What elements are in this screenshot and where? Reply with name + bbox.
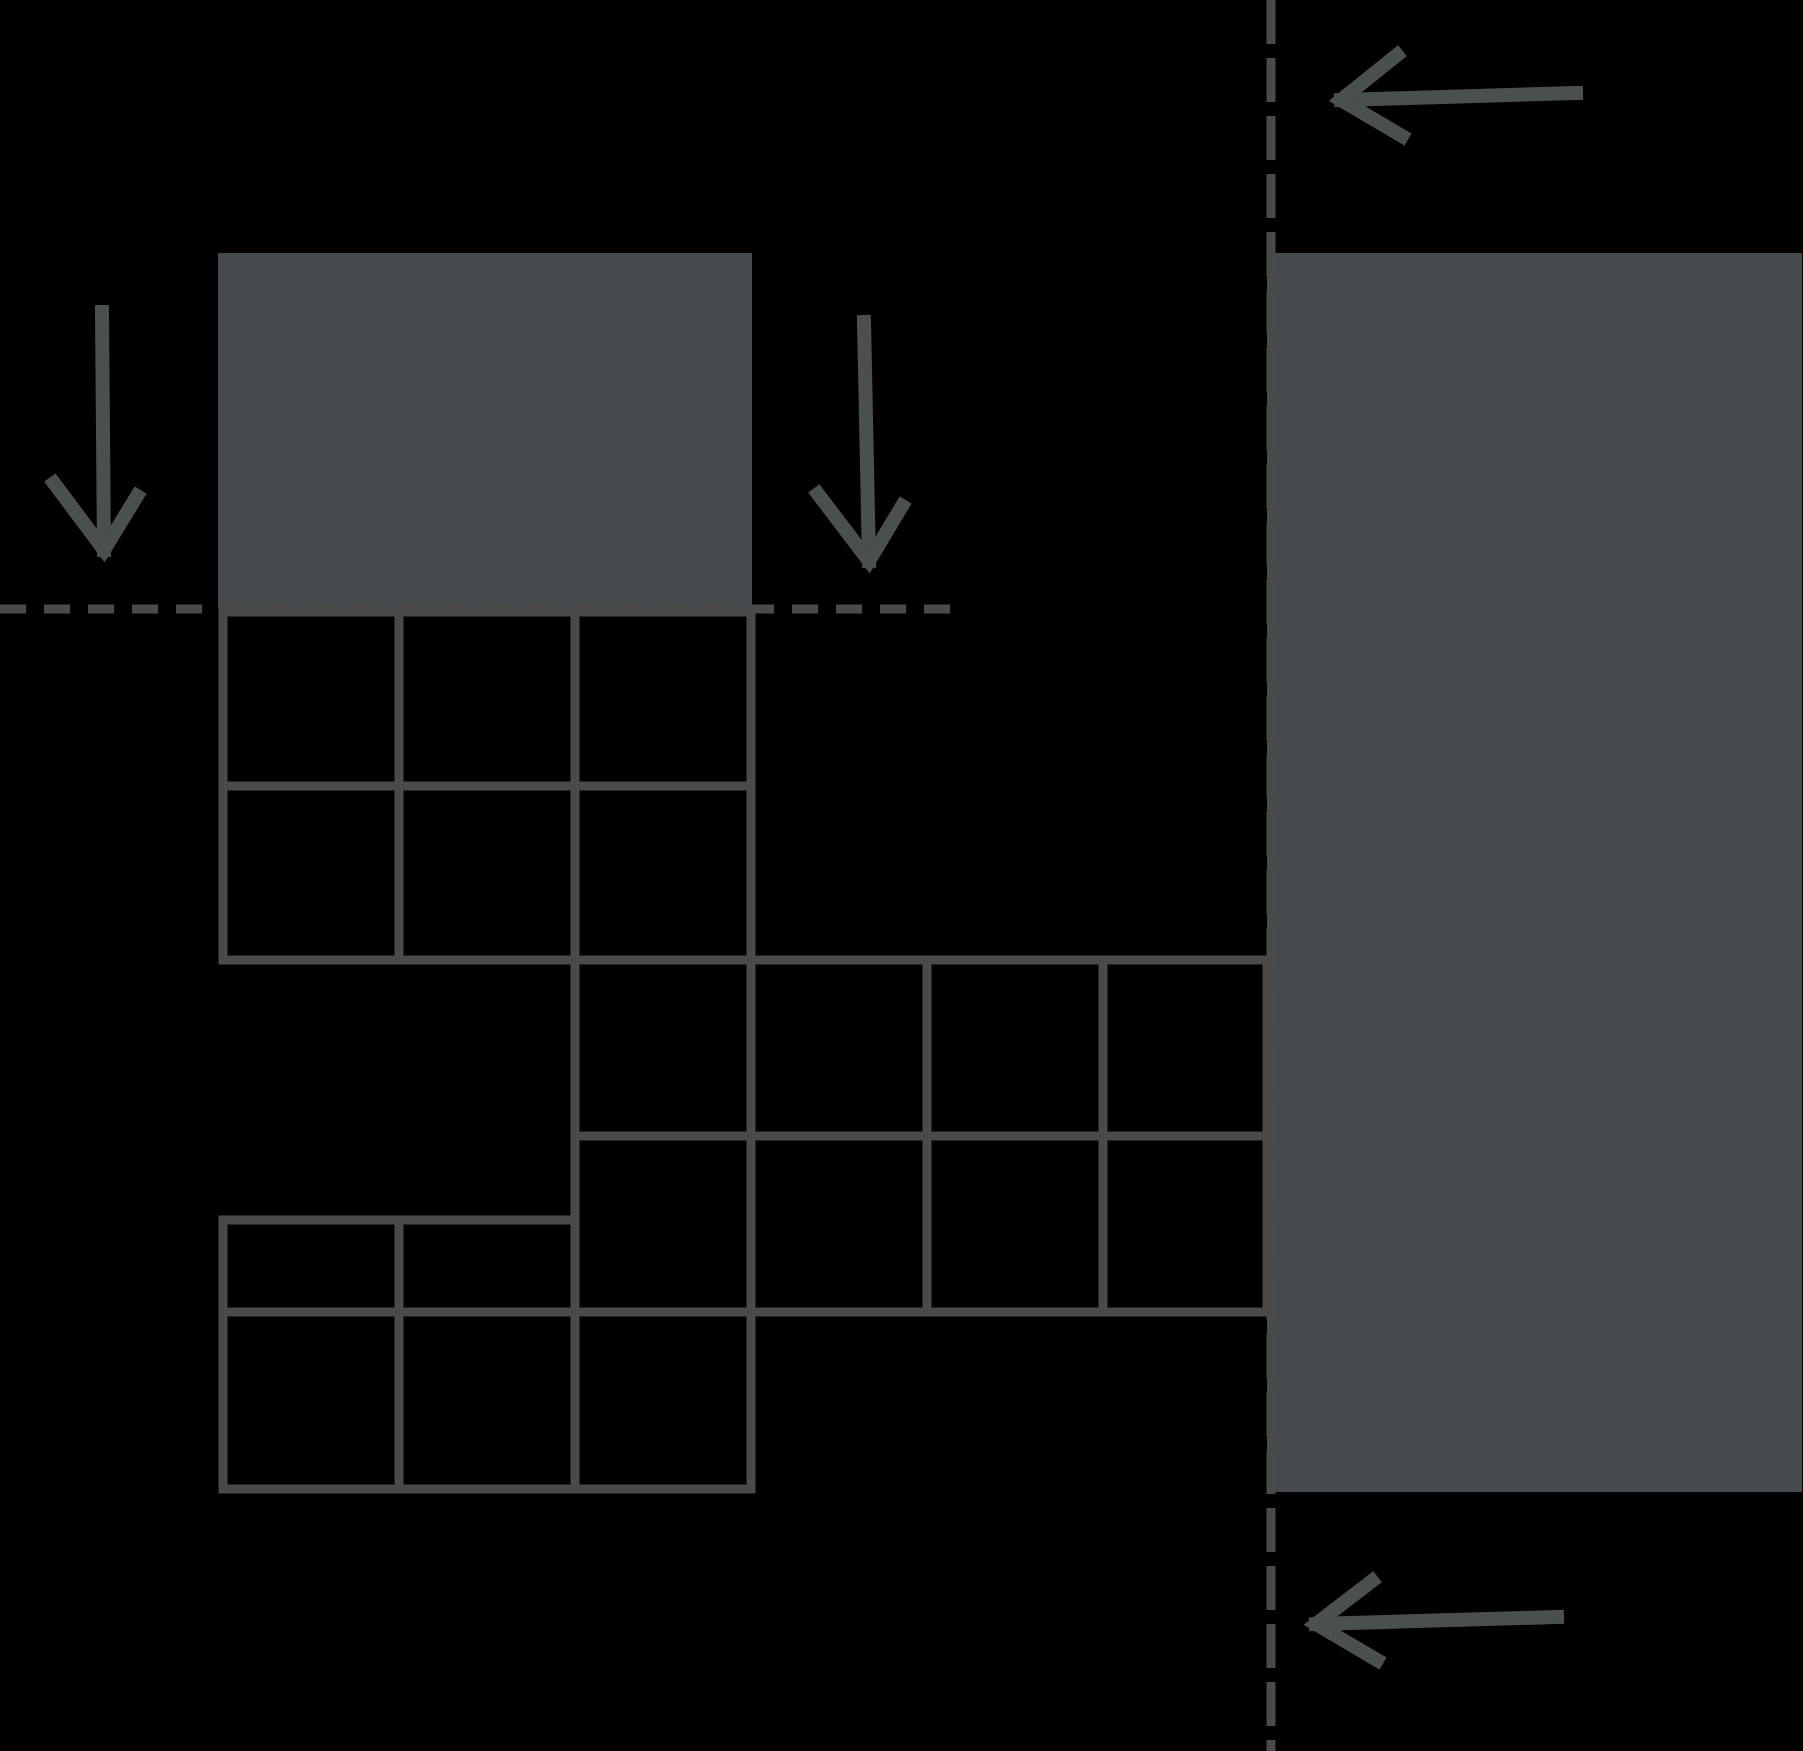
right-filled-block: [1267, 253, 1802, 1492]
left-arrow-top: [1328, 45, 1584, 146]
grid-cell: [570, 1307, 756, 1494]
left-arrow-bottom: [1303, 1571, 1565, 1670]
down-arrow-left: [44, 304, 147, 563]
top-filled-block: [218, 253, 752, 608]
down-arrow-right: [808, 314, 912, 574]
